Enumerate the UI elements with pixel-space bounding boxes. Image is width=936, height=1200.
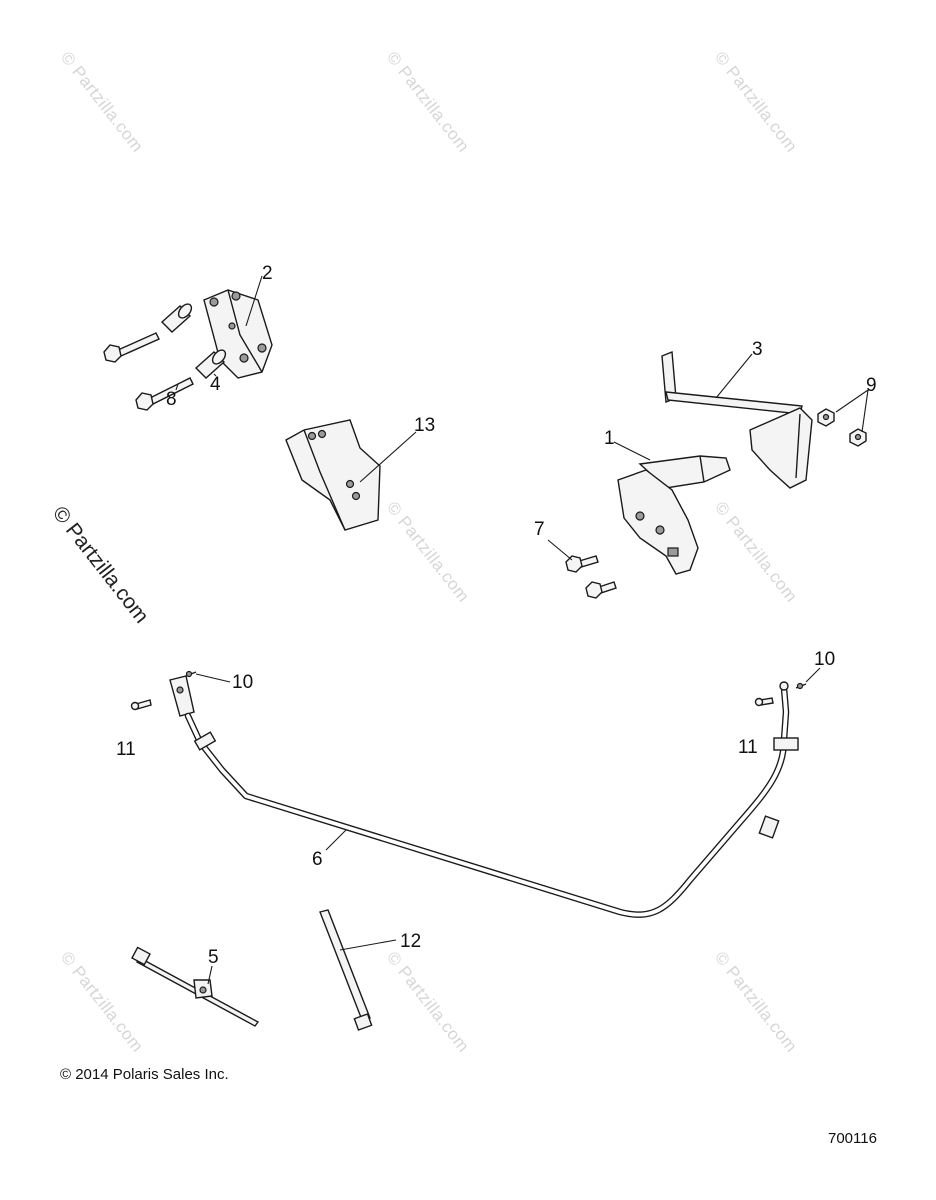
callout-8: 8	[166, 389, 177, 410]
callout-5: 5	[208, 947, 219, 968]
callout-9: 9	[866, 375, 877, 396]
callout-6: 6	[312, 849, 323, 870]
leader-lines	[175, 275, 869, 985]
callout-11-right: 11	[738, 737, 758, 758]
callout-10-right: 10	[814, 649, 836, 670]
part-11-pin-right	[754, 697, 774, 707]
part-11-pin-left	[130, 699, 152, 711]
part-12-strap	[319, 909, 373, 1031]
callout-10-left: 10	[232, 672, 254, 693]
copyright: © 2014 Polaris Sales Inc.	[60, 1066, 229, 1083]
part-8-bolt	[103, 332, 194, 411]
callout-13: 13	[414, 415, 436, 436]
part-13-bracket	[285, 419, 381, 531]
part-4-bushing	[160, 303, 227, 379]
callout-12: 12	[400, 931, 422, 952]
part-1-lever	[617, 455, 731, 575]
callout-2: 2	[262, 263, 273, 284]
part-6-cable	[169, 675, 799, 918]
part-9-nut	[817, 408, 867, 447]
part-5-tie	[131, 946, 260, 1027]
diagram-number: 700116	[828, 1130, 877, 1147]
part-3-bracket	[661, 350, 813, 489]
callout-11-left: 11	[116, 739, 136, 760]
part-10-clip-right	[795, 682, 807, 690]
part-7-bolt	[565, 555, 617, 599]
callout-7: 7	[534, 519, 545, 540]
part-10-clip-left	[185, 670, 197, 678]
callout-1: 1	[604, 428, 615, 449]
callout-3: 3	[752, 339, 763, 360]
callout-4: 4	[210, 374, 221, 395]
